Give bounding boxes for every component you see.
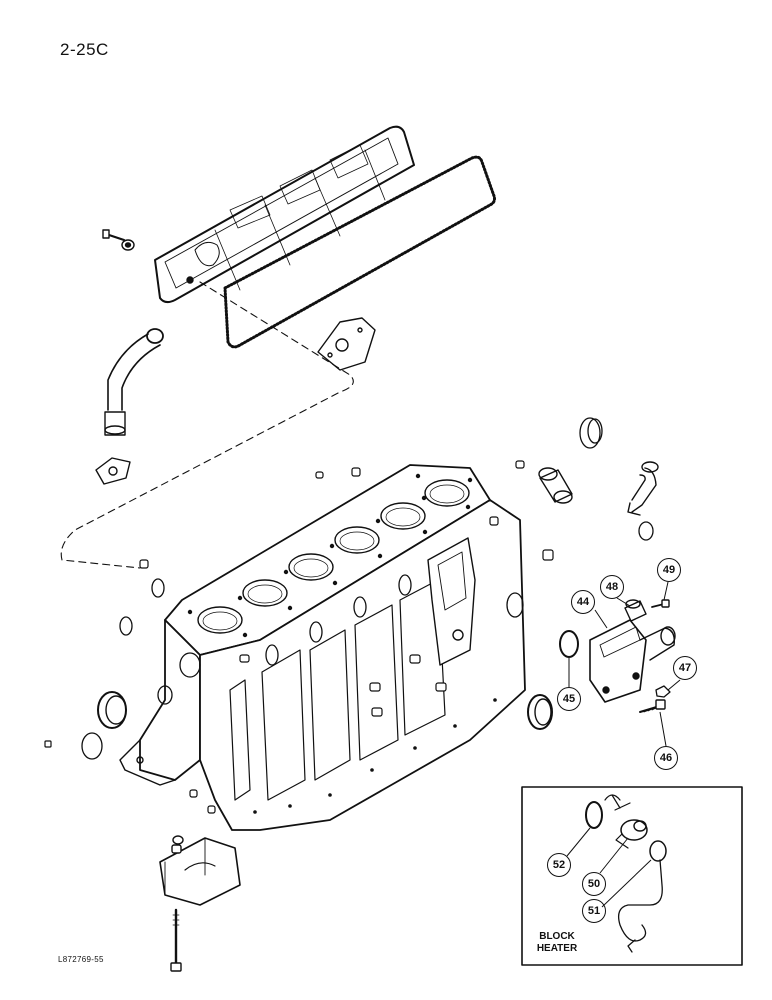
cover-gasket bbox=[223, 155, 496, 349]
screw bbox=[651, 599, 670, 608]
cover-bolt bbox=[102, 229, 135, 251]
inset-label-line2: HEATER bbox=[536, 943, 578, 954]
main-bearing-cap bbox=[159, 835, 241, 906]
callout-48: 48 bbox=[600, 575, 624, 599]
figure-code: L872769-55 bbox=[58, 955, 104, 964]
callout-49: 49 bbox=[657, 558, 681, 582]
valve-cover bbox=[154, 125, 415, 304]
callout-50: 50 bbox=[582, 872, 606, 896]
fitting bbox=[624, 599, 647, 622]
inset-label-line1: BLOCK bbox=[539, 931, 575, 942]
cam-bushing bbox=[538, 467, 573, 504]
callout-47: 47 bbox=[673, 656, 697, 680]
block-heater-label: BLOCK HEATER bbox=[527, 931, 587, 955]
nut bbox=[655, 685, 671, 698]
dipstick-tube bbox=[627, 461, 659, 516]
expansion-plugs bbox=[81, 417, 654, 760]
small-plugs bbox=[44, 460, 554, 814]
hose-flange bbox=[95, 457, 131, 485]
o-ring bbox=[559, 630, 579, 658]
housing-bolt bbox=[639, 699, 666, 713]
seal-ring-left bbox=[97, 691, 127, 729]
breather-plate bbox=[317, 317, 376, 371]
callout-46: 46 bbox=[654, 746, 678, 770]
engine-block bbox=[119, 464, 526, 831]
callout-51: 51 bbox=[582, 899, 606, 923]
seal-ring-rear bbox=[527, 694, 553, 730]
callout-52: 52 bbox=[547, 853, 571, 877]
page-number: 2-25C bbox=[60, 40, 109, 59]
main-cap-bolt bbox=[170, 908, 182, 972]
leader-lines bbox=[60, 281, 354, 569]
callout-45: 45 bbox=[557, 687, 581, 711]
breather-hose bbox=[104, 328, 164, 436]
callout-44: 44 bbox=[571, 590, 595, 614]
